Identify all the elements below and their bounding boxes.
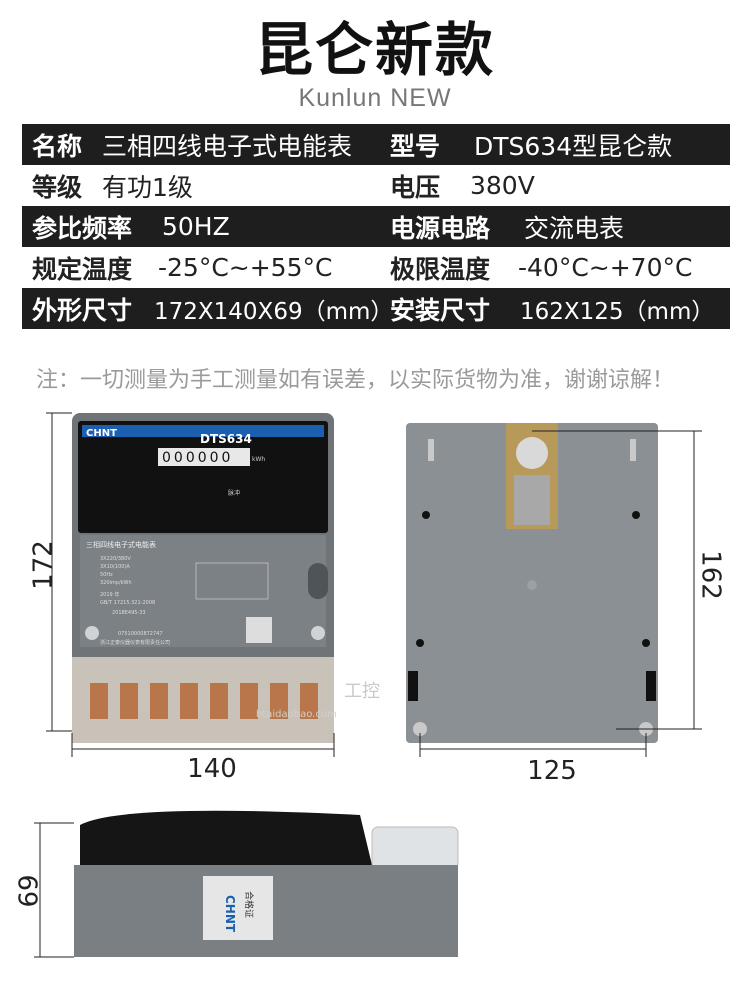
side-cert-label: 合格证 bbox=[243, 891, 255, 918]
nameplate bbox=[80, 535, 326, 647]
nameplate-line: 3X220/380V bbox=[100, 556, 131, 562]
spec-value: DTS634型昆仑款 bbox=[474, 131, 673, 161]
back-height-label: 162 bbox=[696, 550, 726, 600]
hanging-hole bbox=[516, 437, 548, 469]
spec-value: 三相四线电子式电能表 bbox=[102, 131, 353, 161]
back-slot bbox=[630, 439, 636, 461]
nameplate-title: 三相四线电子式电能表 bbox=[86, 540, 156, 549]
front-view: CHNT DTS634 000000 kWh 脉冲 三相四线电子式电能表 3X2… bbox=[29, 412, 380, 784]
brand-strip bbox=[82, 425, 324, 437]
spec-label: 电压 bbox=[390, 172, 441, 202]
spec-label: 极限温度 bbox=[390, 254, 491, 284]
mount-hole bbox=[416, 639, 424, 647]
spec-label: 安装尺寸 bbox=[390, 295, 491, 325]
brand-logo: CHNT bbox=[86, 428, 117, 439]
side-depth-label: 69 bbox=[15, 874, 45, 907]
spec-label: 等级 bbox=[32, 172, 83, 202]
page-title: 昆仑新款 bbox=[254, 16, 495, 84]
center-mark bbox=[527, 580, 537, 590]
bracket-slide bbox=[514, 475, 550, 525]
meter-display-panel bbox=[78, 421, 328, 533]
spec-label: 参比频率 bbox=[32, 213, 133, 243]
spec-row: 等级 有功1级 电压 380V bbox=[22, 165, 730, 206]
spec-row: 参比频率 50HZ 电源电路 交流电表 bbox=[22, 206, 730, 247]
side-label-sticker bbox=[203, 876, 273, 940]
seal-screw bbox=[311, 626, 325, 640]
spec-value: 交流电表 bbox=[524, 213, 625, 243]
spec-row: 规定温度 -25°C~+55°C 极限温度 -40°C~+70°C bbox=[22, 247, 730, 288]
counter-unit: kWh bbox=[252, 456, 265, 463]
product-dimension-figure: CHNT DTS634 000000 kWh 脉冲 三相四线电子式电能表 3X2… bbox=[15, 412, 726, 958]
back-slot bbox=[428, 439, 434, 461]
front-height-label: 172 bbox=[29, 540, 59, 590]
terminal bbox=[120, 683, 138, 719]
side-knob bbox=[308, 563, 328, 599]
spec-label: 电源电路 bbox=[390, 213, 491, 243]
terminal bbox=[300, 683, 318, 719]
spec-value: 172X140X69（mm） bbox=[154, 298, 394, 325]
spec-table: 名称 三相四线电子式电能表 型号 DTS634型昆仑款 等级 有功1级 电压 3… bbox=[22, 124, 730, 329]
terminal bbox=[90, 683, 108, 719]
nameplate-line: 50Hz bbox=[100, 572, 113, 578]
back-view: 162 125 bbox=[406, 423, 726, 786]
nameplate-line: 320imp/kWh bbox=[100, 580, 132, 586]
spec-label: 型号 bbox=[390, 131, 441, 161]
side-top bbox=[80, 810, 372, 865]
spec-label: 外形尺寸 bbox=[32, 295, 133, 325]
terminal bbox=[270, 683, 288, 719]
nameplate-cert: 2018E495-33 bbox=[112, 610, 146, 616]
terminal bbox=[210, 683, 228, 719]
back-width-label: 125 bbox=[527, 756, 577, 786]
nameplate-maker: 浙江正泰仪器仪表有限责任公司 bbox=[100, 639, 170, 646]
terminal-cover bbox=[371, 826, 459, 870]
spec-value: 162X125（mm） bbox=[520, 298, 715, 325]
qr-code-icon bbox=[246, 617, 272, 643]
spec-value: 380V bbox=[470, 171, 535, 200]
terminal-block bbox=[72, 657, 334, 743]
seal-screw bbox=[85, 626, 99, 640]
spec-row: 名称 三相四线电子式电能表 型号 DTS634型昆仑款 bbox=[22, 124, 730, 165]
watermark-url: htaidaobao.com bbox=[256, 709, 337, 720]
side-brand: CHNT bbox=[223, 895, 237, 933]
spec-label: 名称 bbox=[32, 131, 83, 161]
wiring-diagram bbox=[195, 562, 269, 600]
terminal bbox=[180, 683, 198, 719]
clip bbox=[408, 671, 418, 701]
mount-hole bbox=[632, 511, 640, 519]
page-subtitle: Kunlun NEW bbox=[298, 84, 452, 112]
nameplate-year: 2019 年 bbox=[100, 591, 119, 598]
screw-hole bbox=[413, 722, 427, 736]
counter-digits: 000000 bbox=[162, 450, 233, 466]
disclaimer-note: 注：一切测量为手工测量如有误差，以实际货物为准，谢谢谅解！ bbox=[36, 368, 675, 393]
spec-value: -40°C~+70°C bbox=[518, 253, 693, 282]
mount-hole bbox=[642, 639, 650, 647]
spec-value: 有功1级 bbox=[102, 172, 193, 202]
nameplate-line: 3X10(100)A bbox=[100, 564, 130, 570]
spec-value: 50HZ bbox=[162, 212, 230, 241]
mount-hole bbox=[422, 511, 430, 519]
terminal bbox=[150, 683, 168, 719]
side-view: CHNT 合格证 69 bbox=[15, 810, 459, 958]
clip bbox=[646, 671, 656, 701]
spec-value: -25°C~+55°C bbox=[158, 253, 333, 282]
front-width-label: 140 bbox=[187, 754, 237, 784]
counter-window bbox=[158, 448, 250, 466]
nameplate-standard: GB/T 17215.321-2008 bbox=[100, 600, 155, 606]
pulse-label: 脉冲 bbox=[228, 489, 240, 497]
watermark: 工控 bbox=[344, 681, 380, 702]
terminal bbox=[240, 683, 258, 719]
model-label: DTS634 bbox=[200, 432, 252, 446]
spec-label: 规定温度 bbox=[32, 254, 133, 284]
nameplate-serial: 07510000872747 bbox=[118, 631, 163, 637]
spec-row: 外形尺寸 172X140X69（mm） 安装尺寸 162X125（mm） bbox=[22, 288, 730, 329]
